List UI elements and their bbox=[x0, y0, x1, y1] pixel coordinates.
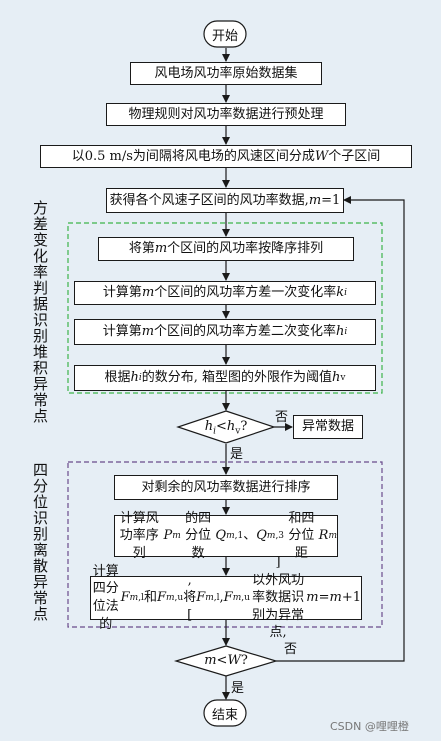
watermark: CSDN @哩哩橙 bbox=[330, 720, 409, 733]
discrete-group-frame bbox=[67, 461, 383, 628]
start-terminal: 开始 bbox=[211, 29, 238, 44]
raw-dataset-box: 风电场风功率原始数据集 bbox=[130, 62, 322, 85]
decision-hi: hi<hv? bbox=[204, 419, 248, 437]
decision-m: m<W? bbox=[204, 653, 248, 668]
abnormal-data-box: 异常数据 bbox=[293, 415, 363, 439]
subinterval-data-box: 获得各个风速子区间的风功率数据, m=1 bbox=[106, 188, 344, 213]
stack-group-frame bbox=[67, 222, 383, 394]
end-terminal-shape bbox=[203, 699, 247, 727]
decision-m-shape bbox=[173, 645, 279, 677]
start-terminal-shape bbox=[203, 20, 247, 48]
decision-hi-yes: 是 bbox=[230, 447, 244, 462]
decision-hi-shape bbox=[176, 410, 276, 444]
end-terminal: 结束 bbox=[211, 708, 238, 723]
decision-m-yes: 是 bbox=[231, 681, 245, 696]
decision-hi-no: 否 bbox=[275, 410, 289, 425]
stack-section-label: 方差变化率判据识别堆积异常点 bbox=[31, 200, 49, 424]
discrete-section-label: 四分位识别离散异常点 bbox=[31, 462, 49, 622]
preprocess-box: 物理规则对风功率数据进行预处理 bbox=[106, 103, 346, 126]
sort-remaining-box: 对剩余的风功率数据进行排序 bbox=[114, 475, 338, 500]
decision-m-no: 否 bbox=[284, 642, 298, 657]
